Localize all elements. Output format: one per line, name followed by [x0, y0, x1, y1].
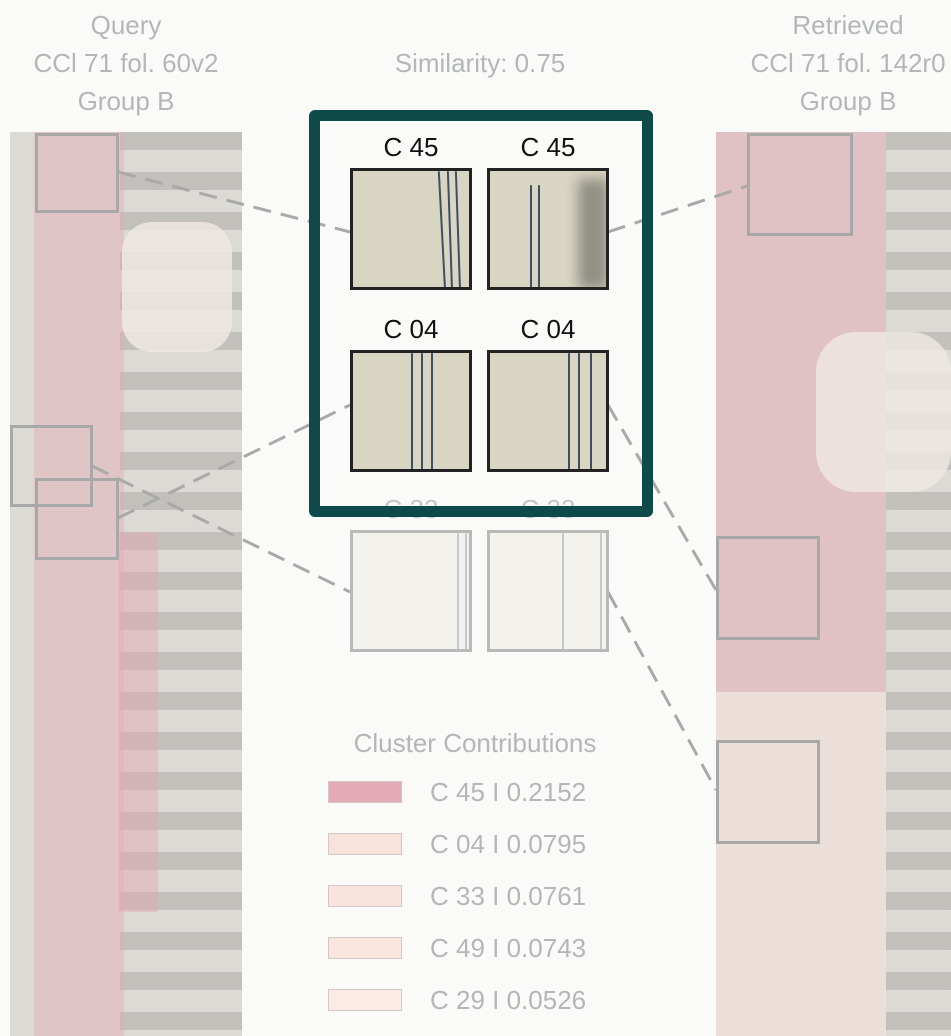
- connector-retrieved-c45: [607, 183, 751, 234]
- query-page-id: CCl 71 fol. 60v2: [33, 48, 219, 78]
- retrieved-page-image: [716, 132, 951, 1036]
- connector-retrieved-c33: [606, 591, 718, 791]
- legend-label-c45: C 45 I 0.2152: [430, 777, 587, 807]
- crop-query-c33: [350, 530, 472, 652]
- crop-retrieved-c33: [487, 530, 609, 652]
- crop-label-retrieved-c04: C 04: [520, 314, 576, 344]
- similarity-score: Similarity: 0.75: [394, 48, 566, 78]
- legend-title: Cluster Contributions: [353, 728, 597, 758]
- crop-label-retrieved-c45: C 45: [520, 132, 576, 162]
- query-region-c33: [10, 425, 93, 507]
- legend-swatch-c04: [328, 833, 402, 855]
- legend-swatch-c45: [328, 781, 402, 803]
- retrieved-region-c04: [716, 536, 820, 640]
- legend-label-c04: C 04 I 0.0795: [430, 829, 587, 859]
- retrieved-page-id: CCl 71 fol. 142r0: [750, 48, 946, 78]
- query-heatmap-strong: [34, 132, 124, 1036]
- query-page-image: [10, 132, 242, 1036]
- legend-swatch-c29: [328, 989, 402, 1011]
- retrieved-region-c33: [716, 740, 820, 844]
- retrieved-label: Retrieved: [792, 10, 904, 40]
- retrieved-text-blur: [886, 132, 951, 1036]
- crop-label-query-c04: C 04: [383, 314, 439, 344]
- highlight-frame: [309, 110, 653, 517]
- legend-label-c29: C 29 I 0.0526: [430, 985, 587, 1015]
- legend-swatch-c33: [328, 885, 402, 907]
- query-label: Query: [90, 10, 162, 40]
- connector-query-c33: [91, 464, 351, 594]
- legend-label-c33: C 33 I 0.0761: [430, 881, 587, 911]
- query-heatmap-column: [118, 532, 158, 912]
- query-group: Group B: [77, 86, 175, 116]
- query-initial-letter: [122, 222, 232, 352]
- legend-label-c49: C 49 I 0.0743: [430, 933, 587, 963]
- query-region-c45: [35, 133, 119, 213]
- legend-swatch-c49: [328, 937, 402, 959]
- crop-query-c45: [350, 168, 472, 290]
- retrieved-heatmap-weak: [716, 692, 886, 1036]
- crop-retrieved-c45: [487, 168, 609, 290]
- query-region-c04: [35, 478, 119, 560]
- crop-retrieved-c04: [487, 350, 609, 472]
- retrieved-initial-letter: [816, 332, 951, 492]
- crop-query-c04: [350, 350, 472, 472]
- retrieved-group: Group B: [799, 86, 897, 116]
- retrieved-region-c45: [747, 133, 853, 236]
- connector-retrieved-c04: [606, 404, 718, 591]
- crop-label-query-c45: C 45: [383, 132, 439, 162]
